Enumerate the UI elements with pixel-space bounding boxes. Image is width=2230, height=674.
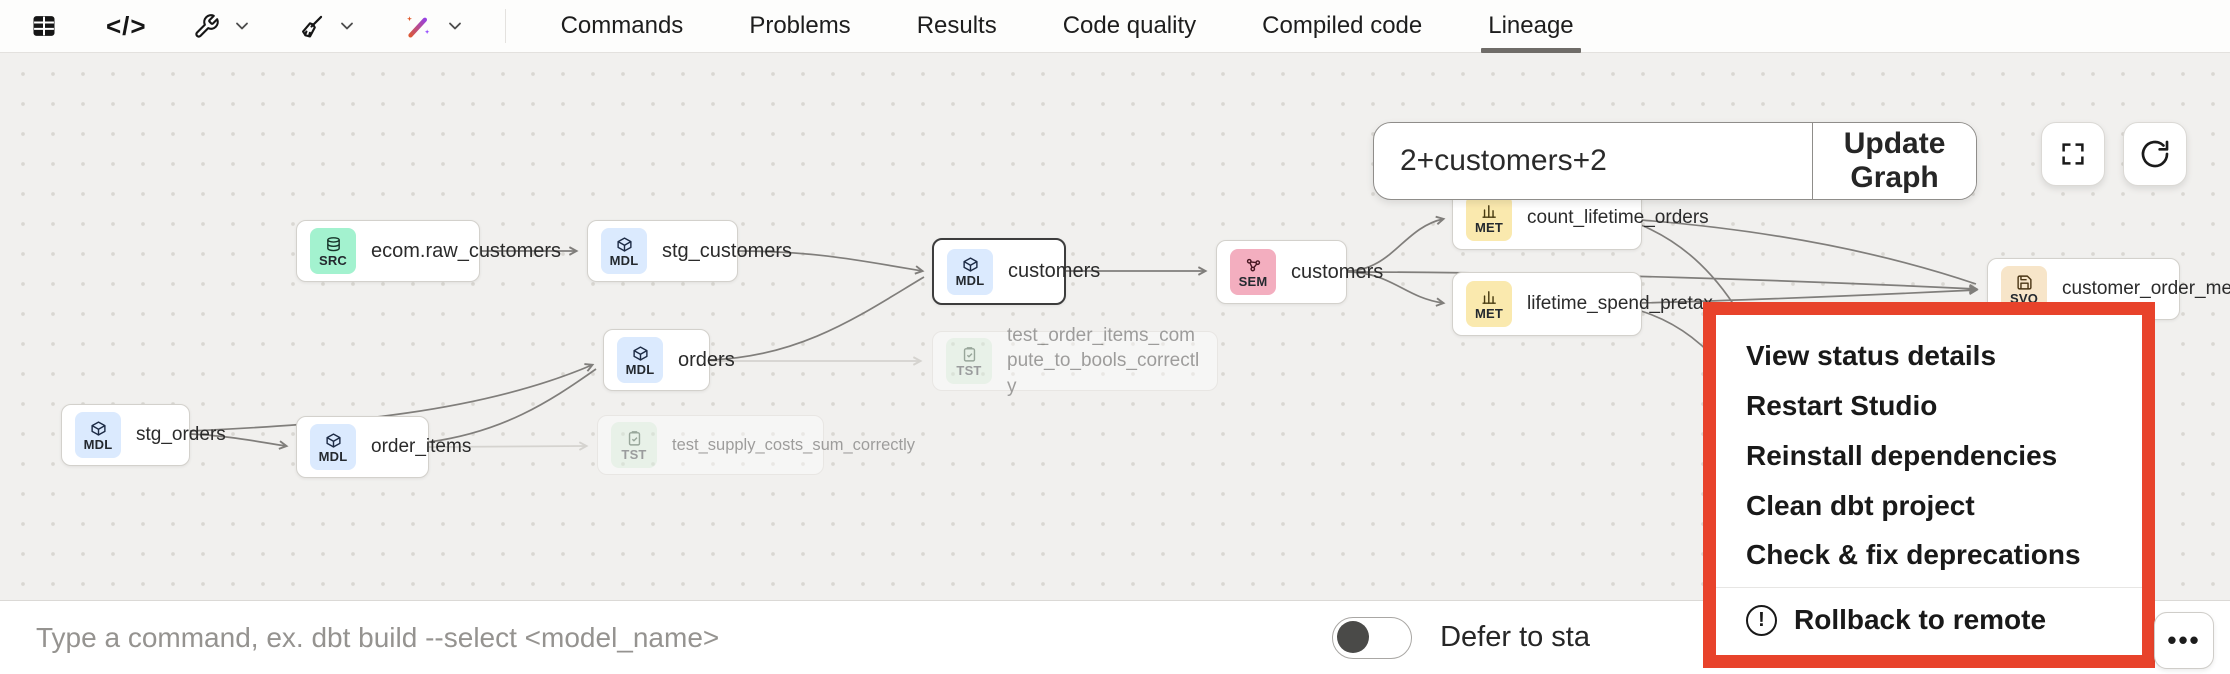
refresh-button[interactable] <box>2123 122 2187 186</box>
broom-icon[interactable] <box>298 13 325 40</box>
cube-icon <box>632 345 648 361</box>
model-badge: MDL <box>617 337 663 383</box>
semantic-model-badge: SEM <box>1230 249 1276 295</box>
ai-wand-icon[interactable] <box>403 11 433 41</box>
lineage-node-lifetime-spend-pretax[interactable]: MET lifetime_spend_pretax <box>1452 272 1713 336</box>
source-badge: SRC <box>310 228 356 274</box>
lineage-node-customers-model[interactable]: MDL customers <box>932 238 1100 305</box>
fullscreen-icon <box>2062 143 2084 165</box>
model-badge: MDL <box>310 424 356 470</box>
lineage-node-orders[interactable]: MDL orders <box>603 329 735 391</box>
lineage-node-test-order-items[interactable]: TST test_order_items_compute_to_bools_co… <box>932 325 1218 397</box>
code-icon[interactable]: </> <box>106 10 147 41</box>
chevron-down-icon[interactable] <box>445 16 465 36</box>
tab-lineage[interactable]: Lineage <box>1455 0 1606 53</box>
menu-divider <box>1716 587 2142 589</box>
chevron-down-icon[interactable] <box>337 16 357 36</box>
bar-chart-icon <box>1481 290 1496 304</box>
metric-badge: MET <box>1466 281 1512 327</box>
defer-label: Defer to sta <box>1440 621 1590 653</box>
warning-icon: ! <box>1746 604 1777 636</box>
menu-item-check-fix-deprecations[interactable]: Check & fix deprecations <box>1746 539 2081 571</box>
selector-input[interactable] <box>1374 123 1812 199</box>
cube-icon <box>962 257 978 272</box>
model-badge: MDL <box>601 228 647 274</box>
cube-icon <box>325 432 341 448</box>
update-graph-button[interactable]: Update Graph <box>1813 123 1976 199</box>
menu-item-view-status-details[interactable]: View status details <box>1746 339 1997 371</box>
menu-item-clean-dbt-project[interactable]: Clean dbt project <box>1746 489 1975 521</box>
ellipsis-icon: ••• <box>2167 625 2201 655</box>
menu-item-rollback-to-remote[interactable]: ! Rollback to remote <box>1716 595 2142 645</box>
wrench-icon[interactable] <box>193 13 220 40</box>
tab-results[interactable]: Results <box>916 12 997 39</box>
status-context-menu: View status details Restart Studio Reins… <box>1703 302 2155 668</box>
defer-toggle[interactable] <box>1332 616 1413 659</box>
lineage-edges <box>189 215 1979 471</box>
graph-network-icon <box>1246 258 1260 271</box>
cube-icon <box>616 236 632 252</box>
clipboard-check-icon <box>628 430 640 446</box>
model-badge: MDL <box>947 248 993 295</box>
table-view-icon[interactable] <box>30 12 58 40</box>
test-badge: TST <box>611 422 657 468</box>
more-options-button[interactable]: ••• <box>2154 612 2214 669</box>
lineage-node-order-items[interactable]: MDL order_items <box>296 416 471 478</box>
tab-commands[interactable]: Commands <box>560 12 684 39</box>
bar-chart-icon <box>1481 204 1496 218</box>
model-badge: MDL <box>75 412 121 458</box>
toggle-knob <box>1337 621 1370 653</box>
test-badge: TST <box>946 338 992 384</box>
fullscreen-button[interactable] <box>2041 122 2105 186</box>
chevron-down-icon[interactable] <box>232 16 252 36</box>
lineage-node-raw-customers[interactable]: SRC ecom.raw_customers <box>296 220 561 282</box>
command-input[interactable] <box>0 621 1333 654</box>
panel-tabs: Commands Problems Results Code quality C… <box>528 0 1607 53</box>
cube-icon <box>90 420 106 436</box>
lineage-node-stg-orders[interactable]: MDL stg_orders <box>61 404 226 466</box>
menu-item-restart-studio[interactable]: Restart Studio <box>1746 389 1938 421</box>
tab-compiled-code[interactable]: Compiled code <box>1262 12 1423 39</box>
lineage-node-stg-customers[interactable]: MDL stg_customers <box>587 220 792 282</box>
selector-divider <box>1812 123 1814 199</box>
clipboard-check-icon <box>963 346 975 362</box>
tab-problems[interactable]: Problems <box>749 12 851 39</box>
refresh-icon <box>2141 140 2169 168</box>
metric-badge: MET <box>1466 195 1512 241</box>
lineage-node-customers-semantic[interactable]: SEM customers <box>1216 240 1383 304</box>
save-icon <box>2016 274 2032 290</box>
database-icon <box>326 236 340 251</box>
lineage-node-test-supply-costs[interactable]: TST test_supply_costs_sum_correctly <box>597 415 915 475</box>
top-toolbar: </> <box>0 0 2230 53</box>
toolbar-divider <box>504 9 506 43</box>
menu-item-reinstall-dependencies[interactable]: Reinstall dependencies <box>1746 439 2058 471</box>
graph-selector: Update Graph <box>1373 122 1977 200</box>
toolbar-icon-group: </> <box>0 9 506 43</box>
tab-code-quality[interactable]: Code quality <box>1062 12 1197 39</box>
